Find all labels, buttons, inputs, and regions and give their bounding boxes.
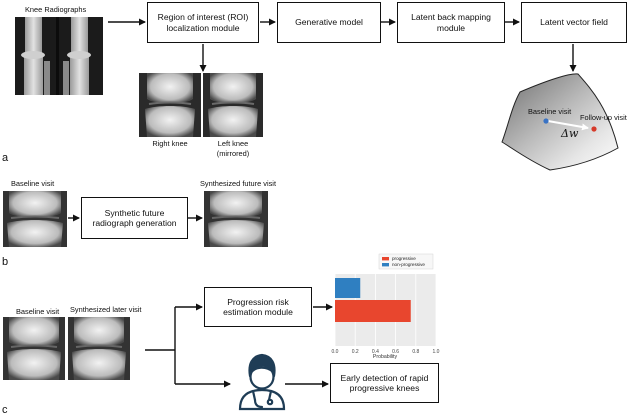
right-knee-caption: Right knee bbox=[152, 139, 188, 148]
progression-risk-module-box: Progression risk estimation module bbox=[204, 287, 312, 327]
synthetic-radiograph-generation-box: Synthetic future radiograph generation bbox=[81, 197, 188, 239]
synthesized-later-visit-label: Synthesized later visit bbox=[70, 305, 142, 314]
synthesized-radiograph-b bbox=[204, 191, 268, 247]
early-detection-box: Early detection of rapid progressive kne… bbox=[330, 363, 439, 403]
roi-localization-box: Region of interest (ROI) localization mo… bbox=[147, 2, 259, 43]
baseline-radiograph-c bbox=[3, 317, 65, 380]
chart-x-axis-label: Probability bbox=[373, 354, 398, 360]
latent-vector-field-box: Latent vector field bbox=[521, 2, 627, 43]
left-knee-caption-line1: Left knee bbox=[217, 139, 249, 148]
right-knee-crop-image bbox=[139, 73, 201, 137]
chart-x-tick-label: 0.2 bbox=[352, 349, 359, 355]
clinician-icon bbox=[238, 353, 286, 411]
chart-x-tick-label: 0.6 bbox=[392, 349, 399, 355]
probability-bar-chart: 0.0 0.2 0.4 0.6 0.8 1.0 progressivenon-progre… bbox=[332, 253, 440, 360]
latent-manifold-surface bbox=[501, 73, 619, 171]
chart-legend-swatch bbox=[382, 257, 389, 261]
delta-w-vector bbox=[547, 120, 589, 131]
knee-radiograph-image bbox=[15, 17, 103, 95]
chart-x-tick-label: 0.4 bbox=[372, 349, 379, 355]
generative-model-box: Generative model bbox=[277, 2, 381, 43]
left-knee-crop-image bbox=[203, 73, 263, 137]
panel-c-label: c bbox=[2, 404, 8, 416]
chart-bar-progressive bbox=[335, 300, 411, 322]
baseline-visit-label-c: Baseline visit bbox=[16, 307, 60, 316]
synthesized-later-radiograph-c bbox=[68, 317, 130, 380]
chart-x-tick-label: 1.0 bbox=[433, 349, 440, 355]
chart-x-tick-label: 0.0 bbox=[332, 349, 339, 355]
baseline-radiograph-b bbox=[3, 191, 67, 247]
chart-legend-swatch bbox=[382, 263, 389, 267]
baseline-visit-label-b: Baseline visit bbox=[11, 179, 55, 188]
knee-radiographs-caption: Knee Radiographs bbox=[25, 5, 87, 14]
chart-legend-label: progressive bbox=[392, 256, 416, 261]
chart-legend-box bbox=[378, 253, 434, 270]
left-knee-caption-line2: (mirrored) bbox=[216, 149, 250, 158]
chart-legend-label: non-progressive bbox=[392, 262, 425, 267]
chart-bar-non-progressive bbox=[335, 278, 361, 298]
baseline-point bbox=[543, 118, 549, 124]
followup-visit-label-a: Follow-up visit bbox=[580, 113, 627, 122]
delta-w-label: Δw bbox=[561, 127, 579, 140]
followup-point bbox=[591, 126, 597, 132]
latent-back-mapping-box: Latent back mapping module bbox=[397, 2, 505, 43]
panel-a-label: a bbox=[2, 152, 9, 164]
synthesized-future-visit-label: Synthesized future visit bbox=[200, 179, 276, 188]
panel-b-label: b bbox=[2, 256, 9, 268]
chart-x-tick-label: 0.8 bbox=[412, 349, 419, 355]
baseline-visit-label-a: Baseline visit bbox=[528, 107, 572, 116]
